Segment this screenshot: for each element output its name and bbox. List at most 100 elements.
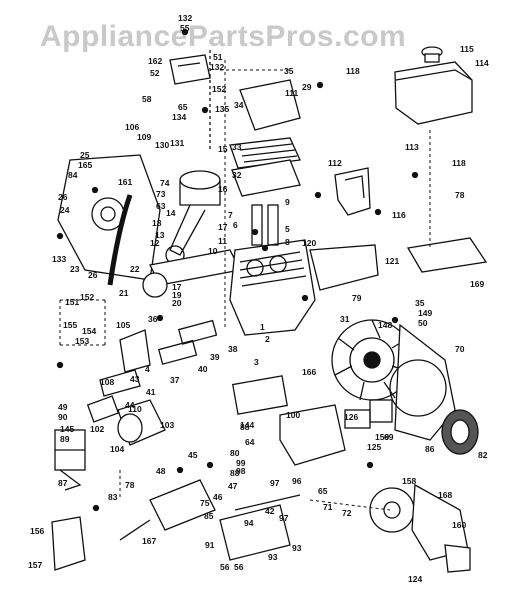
callout: 13 [155, 230, 165, 240]
callout: 35 [284, 66, 294, 76]
callout: 131 [170, 138, 184, 148]
callout: 124 [408, 574, 422, 584]
callout: 108 [100, 377, 114, 387]
blower-shroud [309, 244, 379, 291]
callout: 70 [455, 344, 465, 354]
callout: 72 [342, 508, 352, 518]
callout: 32 [232, 170, 242, 180]
callout: 118 [346, 66, 360, 76]
callout: 152 [212, 84, 226, 94]
callout: 155 [63, 320, 77, 330]
callout: 104 [110, 444, 124, 454]
callout: 82 [478, 450, 488, 460]
callout: 56 [220, 562, 230, 572]
lower-pulley [369, 487, 415, 533]
callout: 134 [172, 112, 186, 122]
callout: 97 [270, 478, 280, 488]
callout: 157 [28, 560, 42, 570]
callout: 159 [375, 432, 389, 442]
connecting-rod [169, 204, 206, 256]
callout: 125 [367, 442, 381, 452]
engine-block [229, 239, 316, 336]
callout: 10 [208, 246, 218, 256]
callout: 86 [425, 444, 435, 454]
callout: 40 [198, 364, 208, 374]
callout: 2 [265, 334, 270, 344]
callout: 148 [378, 320, 392, 330]
callout: 22 [130, 264, 140, 274]
callout: 156 [30, 526, 44, 536]
callout: 133 [52, 254, 66, 264]
callout: 35 [415, 298, 425, 308]
callout: 106 [125, 122, 139, 132]
muffler-guard [239, 79, 301, 131]
callout: 160 [452, 520, 466, 530]
fuel-tank [394, 61, 473, 125]
callout: 158 [402, 476, 416, 486]
callout: 145 [60, 424, 74, 434]
callout: 3 [254, 357, 259, 367]
callout: 12 [150, 238, 160, 248]
callout: 151 [65, 297, 79, 307]
callout: 38 [228, 344, 238, 354]
callout: 78 [455, 190, 465, 200]
callout: 96 [292, 476, 302, 486]
callout: 84 [68, 170, 78, 180]
callout: 31 [340, 314, 350, 324]
callout: 113 [405, 142, 419, 152]
callout: 5 [285, 224, 290, 234]
callout: 116 [392, 210, 406, 220]
callout: 73 [156, 189, 166, 199]
bracket-plate [169, 54, 211, 85]
callout: 89 [60, 434, 70, 444]
callout: 15 [218, 144, 228, 154]
callout: 74 [160, 178, 170, 188]
callout: 154 [82, 326, 96, 336]
callout: 1 [260, 322, 265, 332]
callout: 7 [228, 210, 233, 220]
callout: 69 [384, 432, 394, 442]
watermark-text: AppliancePartsPros.com [40, 20, 407, 53]
callout: 149 [418, 308, 432, 318]
callout: 20 [172, 298, 182, 308]
callout: 65 [318, 486, 328, 496]
callout: 33 [232, 142, 242, 152]
callout: 47 [228, 481, 238, 491]
callout: 85 [204, 511, 214, 521]
callout: 105 [116, 320, 130, 330]
callout: 65 [178, 102, 188, 112]
callout: 161 [118, 177, 132, 187]
callout: 36 [148, 314, 158, 324]
intake-pipe [119, 329, 151, 373]
callout: 115 [460, 44, 474, 54]
callout: 26 [88, 270, 98, 280]
oil-base [279, 404, 346, 466]
callout: 112 [328, 158, 342, 168]
callout: 120 [302, 238, 316, 248]
callout: 166 [302, 367, 316, 377]
callout: 16 [218, 184, 228, 194]
callout: 152 [80, 292, 94, 302]
callout: 98 [236, 466, 246, 476]
callout: 29 [302, 82, 312, 92]
callout: 169 [470, 279, 484, 289]
callout: 121 [385, 256, 399, 266]
callout: 167 [142, 536, 156, 546]
callout: 78 [125, 480, 135, 490]
callout: 48 [156, 466, 166, 476]
callout: 87 [58, 478, 68, 488]
callout: 41 [146, 387, 156, 397]
callout: 9 [285, 197, 290, 207]
callout: 126 [344, 412, 358, 422]
callout: 64 [245, 437, 255, 447]
callout: 88 [240, 422, 250, 432]
callout: 25 [80, 150, 90, 160]
callout: 144 [240, 420, 254, 430]
callout: 118 [452, 158, 466, 168]
callout: 63 [156, 201, 166, 211]
callout: 103 [160, 420, 174, 430]
callout: 110 [128, 404, 142, 414]
callout: 17 [218, 222, 228, 232]
callout: 34 [234, 100, 244, 110]
callout: 50 [418, 318, 428, 328]
